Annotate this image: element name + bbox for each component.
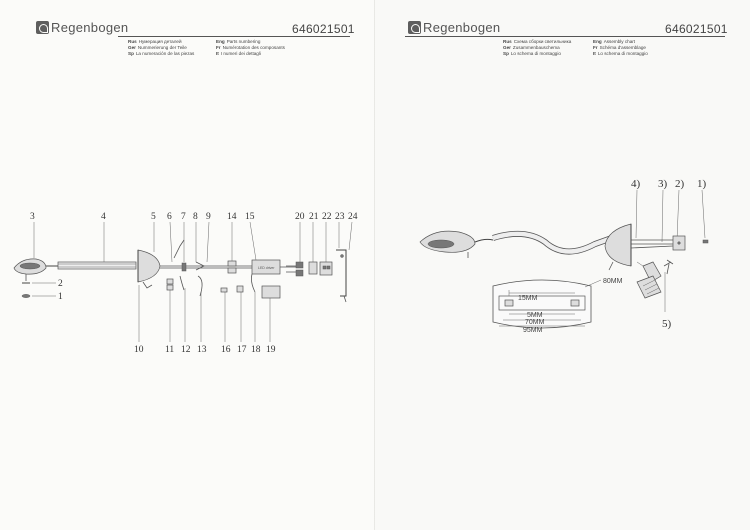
side-number-labels: 2 1 <box>58 279 63 302</box>
cable-clips <box>227 260 237 274</box>
part-number-22: 22 <box>322 212 332 222</box>
part-number-4: 4 <box>101 212 106 222</box>
dimension-label: 80MM <box>603 278 623 285</box>
top-number-labels: 3 4 5 6 7 8 9 14 15 20 21 22 23 24 <box>30 212 358 222</box>
part-number-1: 1 <box>58 292 63 302</box>
parts-diagram: 3 4 5 6 7 8 9 14 15 20 21 22 23 24 2 1 1… <box>13 212 358 355</box>
gooseneck-arm <box>492 230 625 255</box>
lamp-head <box>13 258 58 281</box>
part-number-18: 18 <box>251 345 261 355</box>
leader-lines <box>32 221 353 342</box>
wall-base <box>604 223 632 271</box>
part-number-20: 20 <box>295 212 305 222</box>
assembly-diagram: 4) 3) 2) 1) 5) <box>419 178 709 334</box>
dimension-label: 15MM <box>518 295 538 302</box>
part-number-14: 14 <box>227 212 237 222</box>
part-number-19: 19 <box>266 345 276 355</box>
wall-base <box>137 249 161 289</box>
part-number-3: 3 <box>30 212 35 222</box>
brand-name: Regenbogen <box>51 20 129 35</box>
bracket-dimension-drawing: 80MM 15MM 5MM 70MM 95MM <box>492 278 623 334</box>
brand-logo-icon <box>408 21 421 34</box>
part-number-2: 2 <box>58 279 63 289</box>
part-number-21: 21 <box>309 212 319 222</box>
part-number-8: 8 <box>193 212 198 222</box>
part-number-11: 11 <box>165 345 174 355</box>
svg-text:LED driver: LED driver <box>258 266 275 270</box>
part-number-10: 10 <box>134 345 144 355</box>
brand-logo-icon <box>36 21 49 34</box>
step-leaders <box>635 189 706 312</box>
small-parts <box>220 285 281 299</box>
dimension-label: 95MM <box>523 327 543 334</box>
part-number-13: 13 <box>197 345 207 355</box>
part-number-23: 23 <box>335 212 345 222</box>
part-number-16: 16 <box>221 345 231 355</box>
article-code: 646021501 <box>292 22 355 36</box>
header-rule <box>118 36 350 37</box>
part-number-24: 24 <box>348 212 358 222</box>
wires-and-bracket <box>630 235 709 275</box>
step-label-2: 2) <box>675 178 685 190</box>
part-number-17: 17 <box>237 345 247 355</box>
terminal-connectors <box>286 261 333 277</box>
flexible-arm <box>57 261 137 270</box>
dimension-label: 5MM <box>527 312 543 319</box>
step-label-3: 3) <box>658 178 668 190</box>
part-number-7: 7 <box>181 212 186 222</box>
lamp-head <box>419 230 494 258</box>
part-number-15: 15 <box>245 212 255 222</box>
step-label-1: 1) <box>697 178 707 190</box>
header-rule <box>405 36 725 37</box>
step-label-5: 5) <box>662 318 672 330</box>
terminal-detail <box>636 261 662 299</box>
cable <box>160 239 252 297</box>
part-number-9: 9 <box>206 212 211 222</box>
part-number-6: 6 <box>167 212 172 222</box>
part-number-5: 5 <box>151 212 156 222</box>
dimension-label: 70MM <box>525 319 545 326</box>
fastener-parts <box>21 282 31 298</box>
mounting-bracket <box>336 249 347 303</box>
article-code: 646021501 <box>665 22 728 36</box>
brand-name: Regenbogen <box>423 20 501 35</box>
brand-logo: Regenbogen <box>36 20 128 35</box>
step-label-4: 4) <box>631 178 641 190</box>
bottom-number-labels: 10 11 12 13 16 17 18 19 <box>134 345 276 355</box>
led-driver: LED driver <box>251 259 298 293</box>
brand-logo: Regenbogen <box>408 20 500 35</box>
part-number-12: 12 <box>181 345 191 355</box>
